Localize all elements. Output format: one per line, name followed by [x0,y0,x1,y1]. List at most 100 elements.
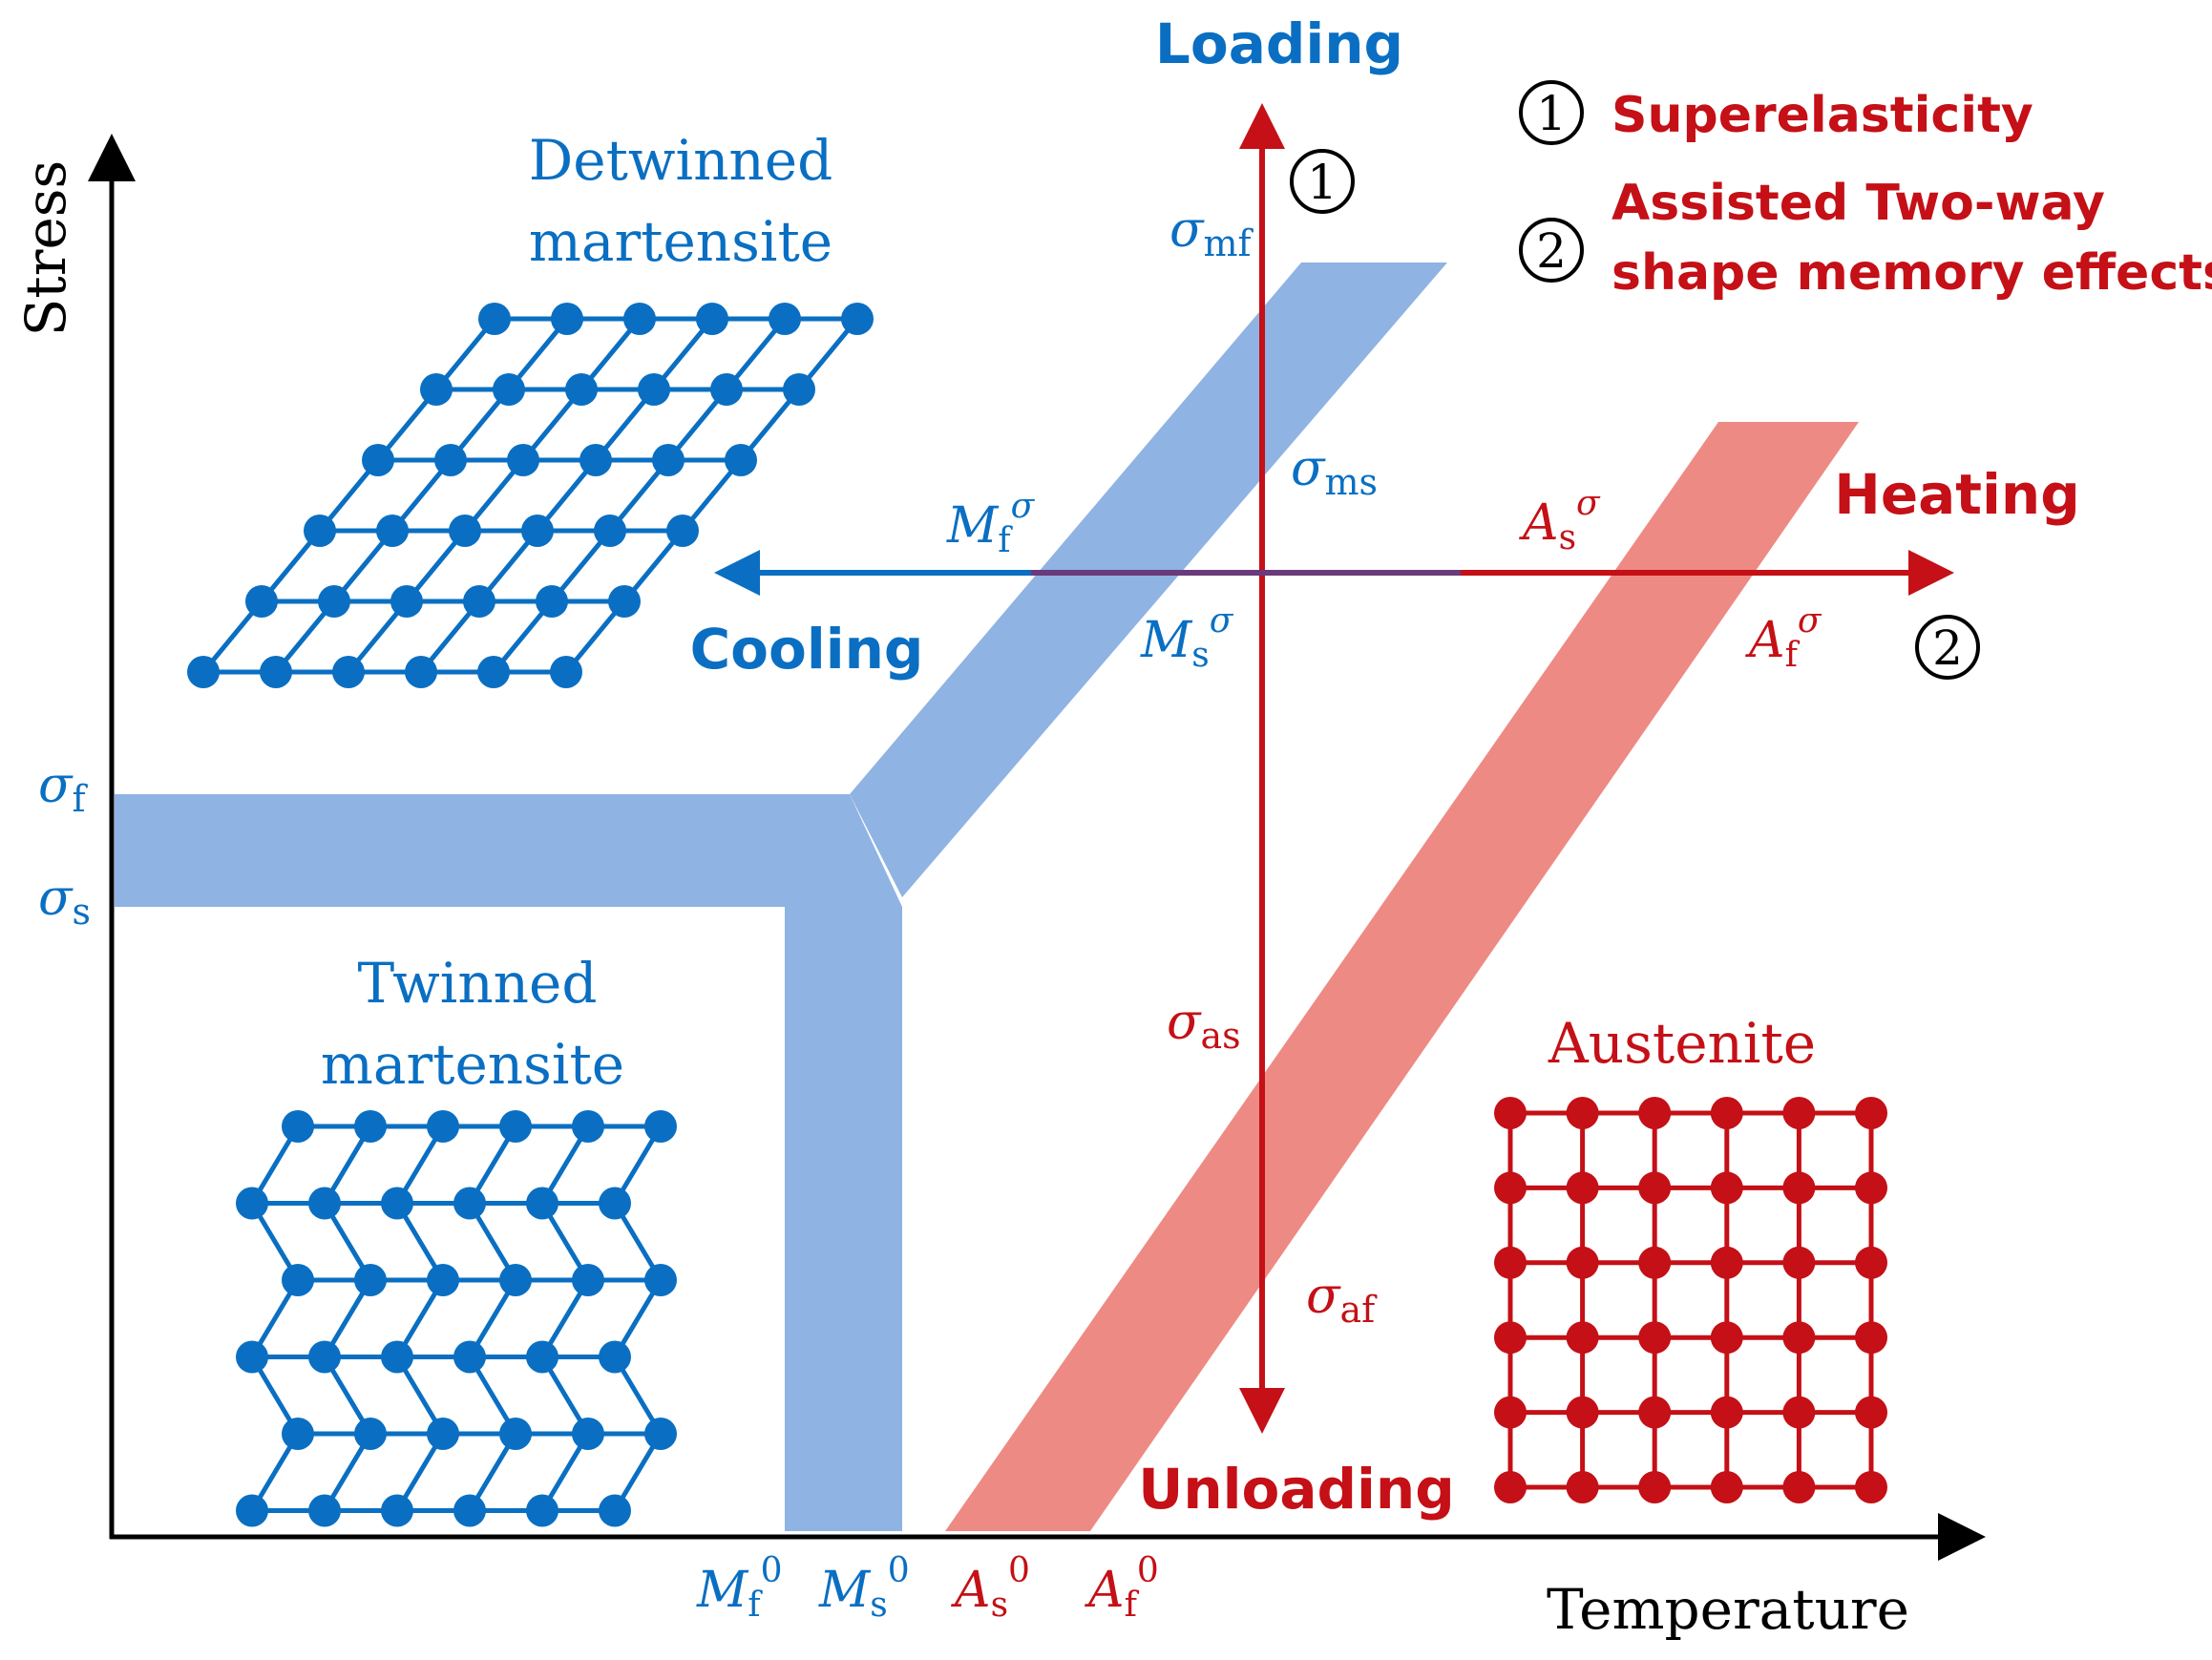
lattice-atom [644,1264,677,1296]
lattice-atom [236,1494,268,1527]
lattice-atom [666,515,699,547]
lattice-atom [427,1264,459,1296]
legend-1-number: 1 [1536,86,1567,141]
lattice-atom [1638,1171,1672,1205]
lattice-atom [362,444,394,476]
lattice-atom [477,656,510,688]
lattice-atom [1855,1396,1887,1429]
lattice-atom [434,444,467,476]
martensite-band [115,263,1447,1531]
detwinned-label-line1: Detwinned [529,128,833,193]
lattice-atom [308,1187,341,1220]
lattice-atom [427,1110,459,1143]
ms0-label: Ms0 [818,1551,910,1625]
sigma-ms-label: σms [1291,440,1378,503]
marker-2-circle [1915,615,1980,680]
lattice-atom [599,1494,631,1527]
lattice-atom [572,1418,604,1450]
lattice-atom [381,1187,413,1220]
lattice-atom [1855,1471,1887,1503]
lattice-atom [427,1418,459,1450]
lattice-atom [1638,1396,1672,1429]
lattice-atom [1566,1097,1599,1129]
lattice-atom [1710,1396,1743,1429]
lattice-atom [1782,1321,1816,1355]
mf-sigma-label: Mfσ [946,487,1036,560]
lattice-atom [1638,1471,1672,1503]
lattice-atom [1494,1246,1527,1279]
lattice-atom [1855,1097,1887,1129]
legend-2-number: 2 [1536,223,1567,279]
lattice-atom [638,373,670,406]
lattice-atom [318,585,350,618]
ms-sigma-label: Msσ [1140,601,1234,675]
lattice-atom [1710,1097,1743,1129]
lattice-atom [420,373,453,406]
lattice-atom [1782,1171,1816,1205]
lattice-atom [499,1264,532,1296]
lattice-atom [1638,1321,1672,1355]
lattice-atom [572,1264,604,1296]
lattice-atom [1855,1246,1887,1279]
marker-2-number: 2 [1932,620,1963,676]
lattice-atom [652,444,685,476]
lattice-atom [376,515,409,547]
lattice-atom [1566,1171,1599,1205]
lattice-atom [1782,1396,1816,1429]
lattice-atom [260,656,292,688]
lattice-atom [1494,1471,1527,1503]
lattice-atom [332,656,365,688]
lattice-atom [644,1418,677,1450]
lattice-atom [1710,1471,1743,1503]
lattice-atom [1494,1097,1527,1129]
sigma-as-label: σas [1167,994,1241,1057]
lattice-atom [565,373,598,406]
lattice-atom [354,1264,387,1296]
lattice-atom [1782,1471,1816,1503]
lattice-atom [594,515,626,547]
sigma-mf-label: σmf [1169,201,1254,264]
lattice-atom [1494,1171,1527,1205]
lattice-atom [1855,1171,1887,1205]
lattice-atom [599,1340,631,1374]
lattice-atom [526,1494,558,1527]
lattice-atom [725,444,757,476]
lattice-atom [507,444,539,476]
loading-label: Loading [1155,11,1403,76]
lattice-atom [308,1494,341,1527]
lattice-atom [308,1340,341,1374]
lattice-atom [1566,1246,1599,1279]
lattice-atom [236,1187,268,1220]
temperature-axis-label: Temperature [1547,1577,1909,1642]
lattice-atom [841,303,874,335]
lattice-atom [478,303,511,335]
lattice-atom [453,1340,486,1374]
lattice-atom [463,585,495,618]
af0-label: Af0 [1085,1551,1159,1625]
lattice-atom [1494,1396,1527,1429]
legend: 1 Superelasticity 2 Assisted Two-way sha… [1519,80,2212,302]
legend-2-circle [1519,218,1584,283]
legend-1-text: Superelasticity [1612,87,2033,144]
lattice-atom [550,656,582,688]
lattice-atom [572,1110,604,1143]
lattice-atom [493,373,525,406]
lattice-atom [769,303,801,335]
lattice-atom [1710,1321,1743,1355]
lattice-atom [1566,1471,1599,1503]
lattice-atom [354,1110,387,1143]
lattice-atom [1782,1246,1816,1279]
lattice-atom [526,1340,558,1374]
lattice-atom [1566,1321,1599,1355]
lattice-atom [1638,1246,1672,1279]
lattice-atom [783,373,815,406]
austenite-band [945,422,1859,1531]
detwinned-lattice [187,303,874,688]
legend-2-text-line1: Assisted Two-way [1612,175,2105,232]
legend-1-circle [1519,80,1584,145]
lattice-atom [710,373,743,406]
martensite-band-horizontal [115,794,902,907]
lattice-atom [381,1340,413,1374]
martensite-band-diagonal [850,263,1447,897]
unloading-label: Unloading [1138,1457,1454,1522]
